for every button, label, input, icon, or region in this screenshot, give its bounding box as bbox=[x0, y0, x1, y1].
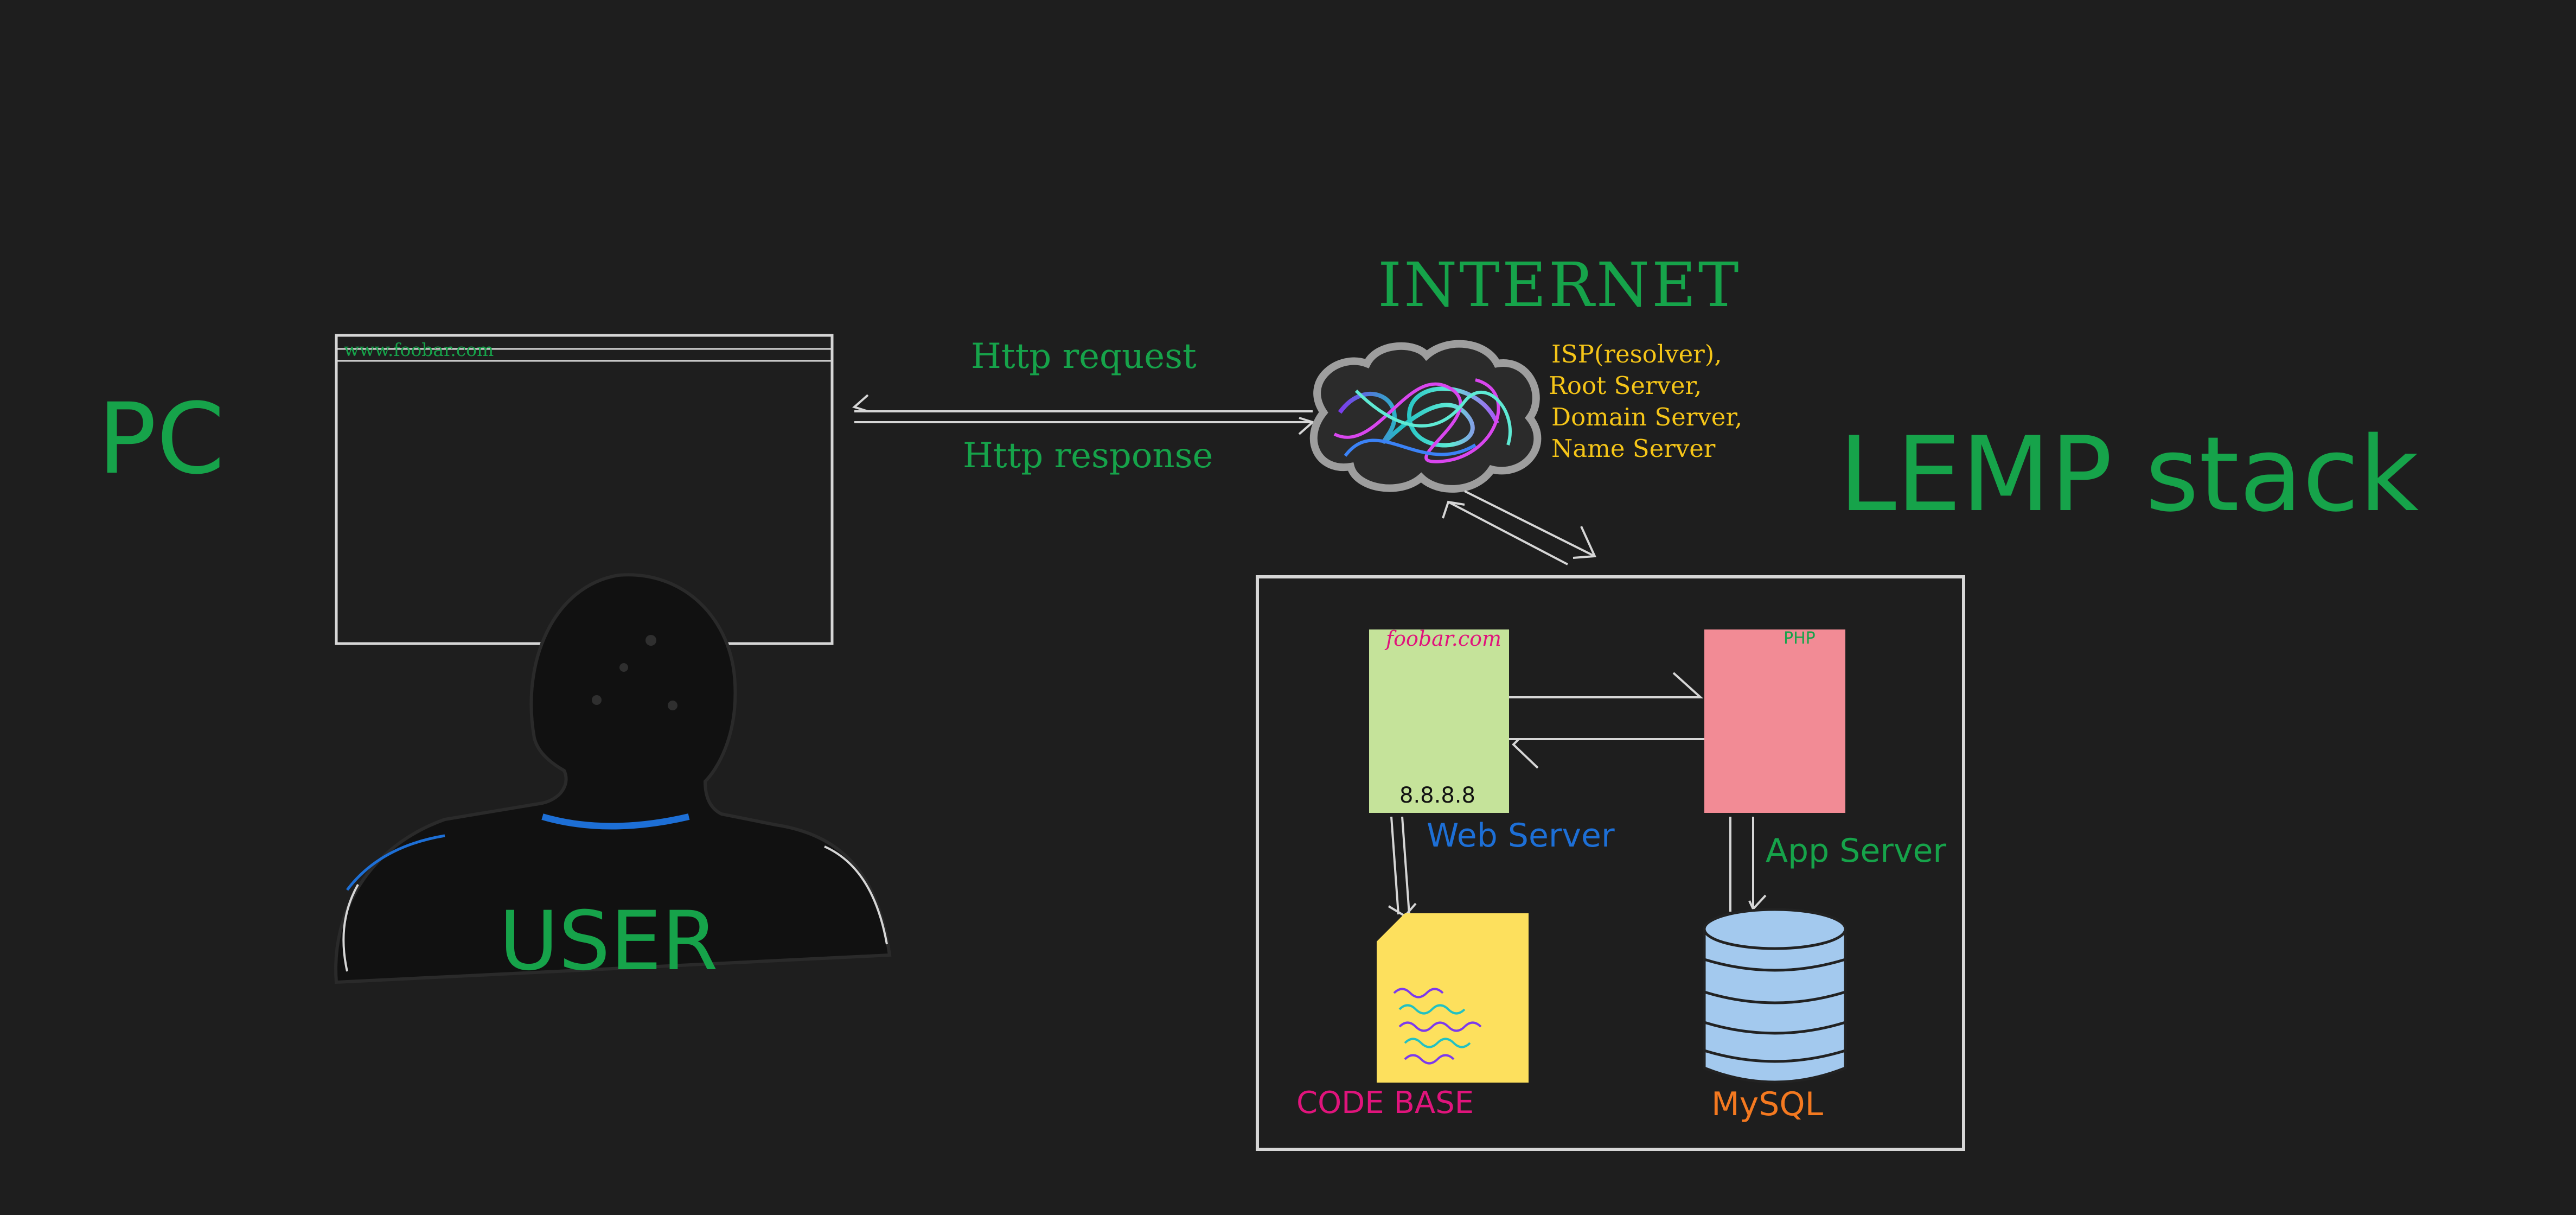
dns-line: Root Server, bbox=[1549, 371, 1702, 400]
app-server bbox=[1704, 629, 1845, 813]
app-mysql-arrows bbox=[1729, 817, 1767, 912]
http-response-label: Http response bbox=[963, 436, 1213, 476]
mysql-label: MySQL bbox=[1711, 1085, 1824, 1123]
pc-label: PC bbox=[98, 383, 225, 496]
http-arrows bbox=[852, 394, 1315, 435]
lemp-stack-box bbox=[1256, 575, 1965, 1151]
dns-line: ISP(resolver), bbox=[1551, 340, 1722, 368]
cloud-lemp-arrows bbox=[1442, 490, 1597, 565]
code-base-label: CODE BASE bbox=[1296, 1085, 1474, 1121]
php-label: PHP bbox=[1784, 629, 1816, 648]
web-server-domain: foobar.com bbox=[1386, 627, 1502, 651]
app-server-label: App Server bbox=[1766, 832, 1947, 870]
lemp-stack-label: LEMP stack bbox=[1839, 415, 2419, 535]
dns-line: Name Server bbox=[1551, 434, 1716, 463]
internet-cloud bbox=[1309, 340, 1542, 493]
web-codebase-arrows bbox=[1388, 816, 1417, 918]
web-server-ip: 8.8.8.8 bbox=[1399, 783, 1475, 808]
internet-label: INTERNET bbox=[1378, 250, 1741, 321]
http-request-label: Http request bbox=[971, 336, 1197, 377]
mysql-database bbox=[1703, 908, 1847, 1084]
dns-line: Domain Server, bbox=[1551, 403, 1743, 431]
user-label: USER bbox=[499, 894, 719, 989]
code-base-document bbox=[1377, 913, 1529, 1083]
browser-url-label: www.foobar.com bbox=[344, 339, 494, 360]
web-app-arrows bbox=[1509, 672, 1704, 769]
web-server bbox=[1369, 629, 1509, 813]
user-silhouette bbox=[334, 573, 892, 984]
web-server-label: Web Server bbox=[1427, 817, 1615, 855]
